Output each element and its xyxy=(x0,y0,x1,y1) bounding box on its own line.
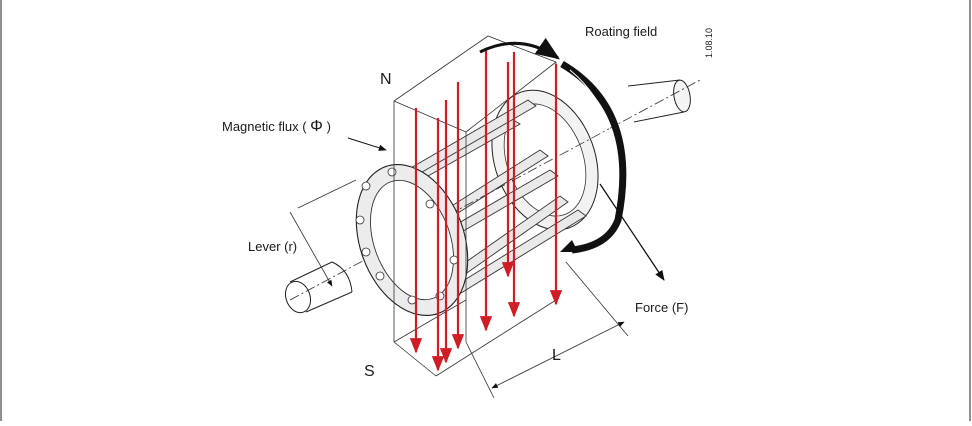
rotor-back-ring xyxy=(491,89,599,231)
magnetic-flux-label: Magnetic flux ( Φ ) xyxy=(222,118,331,135)
flux-label-prefix: Magnetic flux ( xyxy=(222,119,307,134)
flux-pointer xyxy=(347,137,387,151)
shaft-right xyxy=(627,79,691,123)
length-label: L xyxy=(552,347,561,364)
rotating-field-arrows xyxy=(479,37,627,254)
lever-dimension xyxy=(289,179,357,287)
flux-label-suffix: ) xyxy=(327,119,331,134)
lever-label: Lever (r) xyxy=(248,239,297,254)
flux-lines xyxy=(409,48,563,372)
north-pole-label: N xyxy=(380,71,392,88)
south-pole-label: S xyxy=(364,363,375,380)
force-arrow xyxy=(599,183,665,281)
rotor-front-ring xyxy=(355,164,469,316)
flux-symbol: Φ xyxy=(310,118,323,135)
shaft-centerline xyxy=(289,79,701,301)
length-dimension xyxy=(465,261,629,399)
shaft-left xyxy=(284,261,353,314)
rotating-field-label: Roating field xyxy=(585,24,657,39)
figure-code: 1.08.10 xyxy=(704,28,714,58)
force-label: Force (F) xyxy=(635,300,688,315)
